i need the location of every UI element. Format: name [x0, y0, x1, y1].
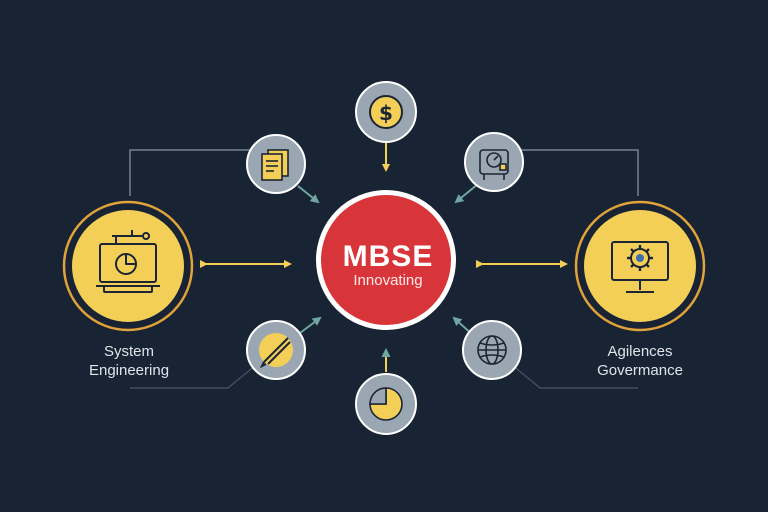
right-node — [574, 200, 706, 332]
connector-bottom-right — [505, 359, 638, 389]
satellite-globe — [462, 320, 522, 380]
center-title: MBSE — [342, 240, 434, 273]
satellite-pen — [246, 320, 306, 380]
pie-chart-icon — [369, 387, 403, 421]
left-node-label: System Engineering — [54, 342, 204, 380]
connector-top-left — [129, 149, 252, 196]
connector-bottom-left — [130, 359, 263, 389]
right-label-line1: Agilences — [607, 343, 673, 360]
documents-icon — [261, 149, 289, 181]
arrow-documents-to-center — [297, 185, 320, 204]
globe-icon — [477, 335, 507, 365]
left-label-line1: System — [103, 343, 154, 360]
dollar-icon: $ — [379, 101, 393, 125]
satellite-gauge — [464, 132, 524, 192]
center-subtitle: Innovating — [353, 272, 423, 289]
satellite-dollar: $ — [355, 81, 417, 143]
satellite-pie — [355, 373, 417, 435]
left-label-line2: Engineering — [88, 362, 170, 379]
gauge-machine-icon — [479, 149, 509, 180]
connector-lines — [129, 149, 639, 389]
left-node — [62, 200, 194, 332]
connector-top-right — [516, 149, 639, 196]
arrow-gauge-to-center — [454, 183, 479, 204]
right-label-line2: Govermance — [597, 362, 683, 379]
right-node-label: Agilences Govermance — [565, 342, 715, 380]
center-node — [316, 190, 456, 330]
computer-chart-icon — [96, 230, 160, 293]
monitor-gear-icon — [611, 241, 669, 293]
satellite-documents — [246, 134, 306, 194]
pen-tool-icon — [259, 337, 291, 369]
